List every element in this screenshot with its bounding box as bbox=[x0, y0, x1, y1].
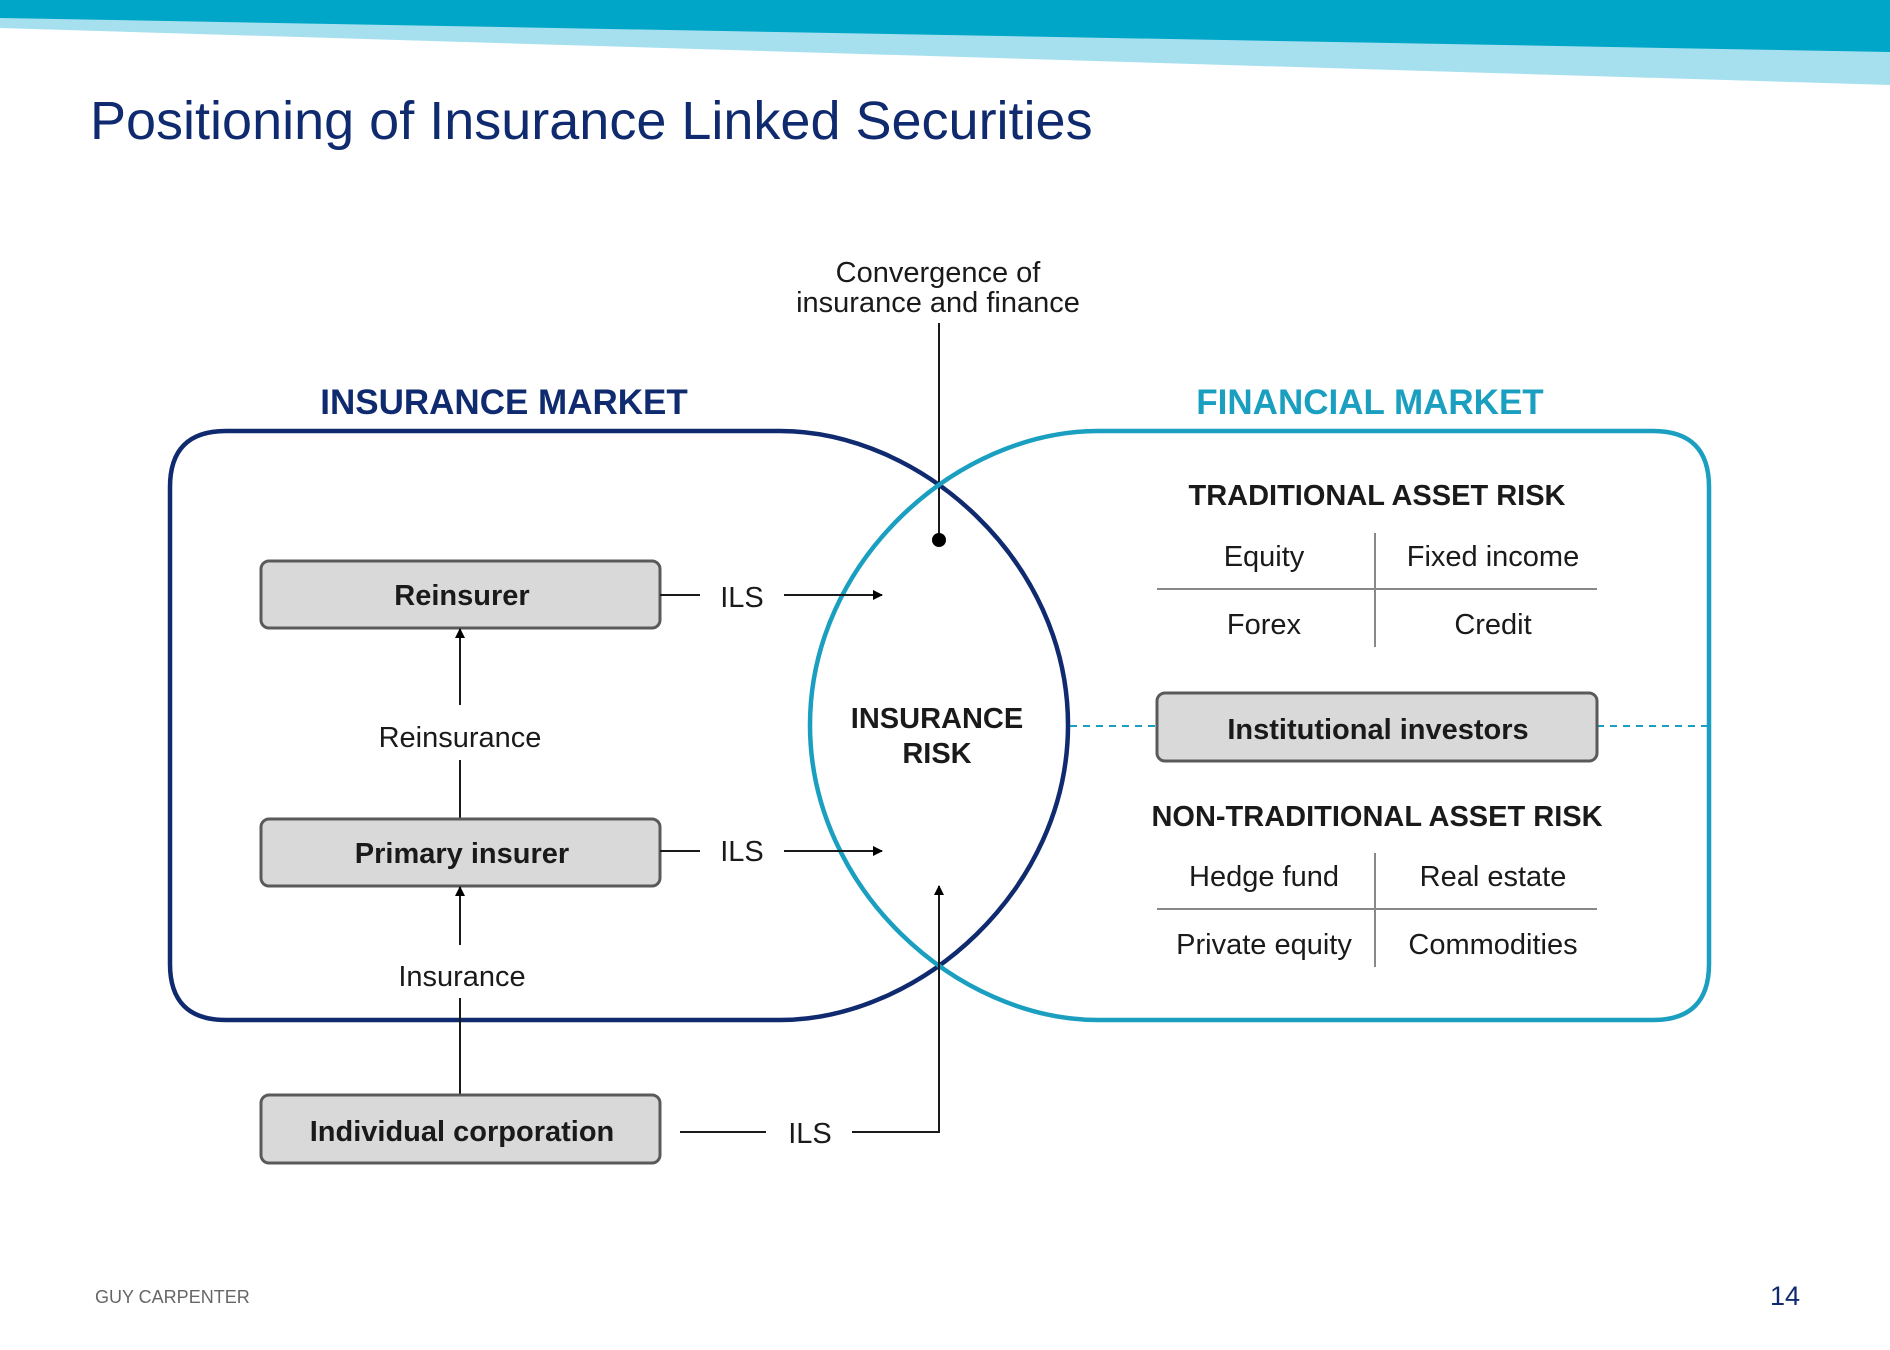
traditional-cell-credit: Credit bbox=[1454, 609, 1531, 641]
insurance-label: Insurance bbox=[398, 961, 525, 993]
non-traditional-cell-commodities: Commodities bbox=[1408, 929, 1577, 961]
convergence-label-line1: Convergence of bbox=[836, 257, 1042, 289]
individual-corporation-label: Individual corporation bbox=[310, 1116, 615, 1148]
banner-dark-stripe bbox=[0, 0, 1890, 52]
ils-arrow-bottom bbox=[852, 885, 944, 1133]
reinsurer-label: Reinsurer bbox=[394, 580, 529, 612]
non-traditional-cell-private-equity: Private equity bbox=[1176, 929, 1352, 961]
traditional-cell-equity: Equity bbox=[1224, 541, 1305, 573]
ils-label-middle: ILS bbox=[720, 836, 764, 868]
ils-label-bottom: ILS bbox=[788, 1118, 832, 1150]
insurance-risk-label-line1: INSURANCE bbox=[851, 703, 1023, 735]
traditional-asset-risk-heading: TRADITIONAL ASSET RISK bbox=[1188, 480, 1565, 512]
non-traditional-asset-risk-heading: NON-TRADITIONAL ASSET RISK bbox=[1151, 801, 1602, 833]
non-traditional-cell-hedge-fund: Hedge fund bbox=[1189, 861, 1339, 893]
insurance-risk-label-line2: RISK bbox=[902, 738, 971, 770]
page-title: Positioning of Insurance Linked Securiti… bbox=[90, 91, 1093, 151]
financial-market-heading: FINANCIAL MARKET bbox=[1196, 383, 1543, 422]
institutional-investors-box bbox=[1155, 691, 1599, 763]
insurance-market-shape bbox=[167, 428, 1071, 1023]
financial-market-shape bbox=[807, 428, 1712, 1023]
individual-corporation-box bbox=[259, 1093, 662, 1165]
institutional-investors-label: Institutional investors bbox=[1227, 714, 1528, 746]
page-number: 14 bbox=[1770, 1281, 1800, 1311]
ils-label-top: ILS bbox=[720, 582, 764, 614]
reinsurance-label: Reinsurance bbox=[379, 722, 542, 754]
convergence-pointer-dot bbox=[932, 533, 946, 547]
primary-insurer-label: Primary insurer bbox=[355, 838, 569, 870]
footer-company: GUY CARPENTER bbox=[95, 1287, 250, 1307]
convergence-label-line2: insurance and finance bbox=[796, 287, 1080, 319]
traditional-cell-fixed-income: Fixed income bbox=[1407, 541, 1579, 573]
non-traditional-cell-real-estate: Real estate bbox=[1420, 861, 1567, 893]
insurance-market-heading: INSURANCE MARKET bbox=[320, 383, 688, 422]
traditional-cell-forex: Forex bbox=[1227, 609, 1302, 641]
